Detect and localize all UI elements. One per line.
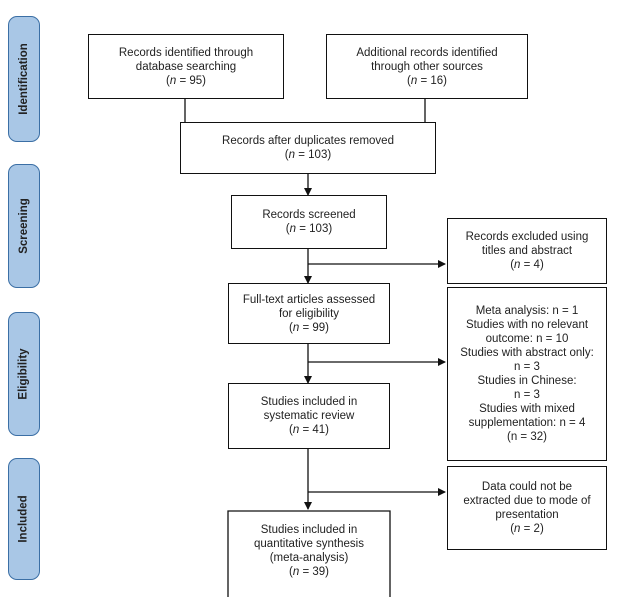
box-full-text-assessed: Full-text articles assessed for eligibil… <box>228 283 390 344</box>
box-database-n: 95 <box>189 74 203 87</box>
box-quantitative-line-1: Studies included in <box>260 524 358 536</box>
box-review-line-2: systematic review <box>263 410 355 422</box>
box-excluded-line-1: Records excluded using <box>465 231 589 243</box>
box-database-line-1: Records identified through <box>118 46 254 59</box>
box-not-extracted-line-3: presentation <box>495 509 559 521</box>
box-fte-line-5: n = 3 <box>514 361 540 373</box>
box-screened-line-1: Records screened <box>262 209 356 221</box>
box-not-extracted-n: 2 <box>533 523 540 535</box>
box-database-records: Records identified through database sear… <box>88 34 284 99</box>
box-fte-line-2: Studies with no relevant <box>465 319 589 331</box>
box-fte-line-10: (n = 32) <box>507 431 547 443</box>
box-other-sources-n: 16 <box>430 74 444 87</box>
box-excluded-n: 4 <box>533 259 540 271</box>
box-quantitative-line-2: quantitative synthesis <box>254 538 364 550</box>
box-quantitative-n: 39 <box>312 566 326 578</box>
box-after-duplicates-n: 103 <box>308 149 328 161</box>
box-database-line-2: database searching <box>135 60 237 73</box>
box-fte-line-7: n = 3 <box>514 389 540 401</box>
box-fte-line-8: Studies with mixed <box>479 403 575 415</box>
box-review-line-1: Studies included in <box>260 396 358 408</box>
box-full-text-line-2: for eligibility <box>278 307 340 320</box>
box-excluded-line-2: titles and abstract <box>481 245 573 257</box>
box-other-sources-line-2: through other sources <box>371 60 483 73</box>
box-full-text-n: 99 <box>312 321 326 334</box>
box-review-n: 41 <box>312 424 326 436</box>
box-quantitative-line-3: (meta-analysis) <box>269 552 349 564</box>
box-records-excluded: Records excluded using titles and abstra… <box>447 218 607 284</box>
box-other-sources-line-1: Additional records identified <box>356 46 498 59</box>
stage-tab-identification: Identification <box>8 16 40 142</box>
stage-tab-screening: Screening <box>8 164 40 288</box>
box-other-sources: Additional records identified through ot… <box>326 34 528 99</box>
stage-tab-eligibility: Eligibility <box>8 312 40 436</box>
stage-tab-included: Included <box>8 458 40 580</box>
box-not-extracted-line-2: extracted due to mode of <box>463 495 591 507</box>
box-screened-n: 103 <box>309 223 329 235</box>
box-after-duplicates: Records after duplicates removed (n = 10… <box>180 122 436 174</box>
box-fte-line-4: Studies with abstract only: <box>460 347 594 359</box>
box-not-extracted-line-1: Data could not be <box>481 481 573 493</box>
box-quantitative-synthesis: Studies included in quantitative synthes… <box>254 524 364 578</box>
box-systematic-review: Studies included in systematic review (n… <box>228 383 390 449</box>
box-fte-line-3: outcome: n = 10 <box>485 333 569 345</box>
box-after-duplicates-line-1: Records after duplicates removed <box>222 135 394 147</box>
box-fte-line-6: Studies in Chinese: <box>477 375 577 387</box>
box-fte-line-1: Meta analysis: n = 1 <box>475 305 579 317</box>
box-full-text-line-1: Full-text articles assessed <box>242 293 376 306</box>
box-fte-line-9: supplementation: n = 4 <box>468 417 586 429</box>
box-records-screened: Records screened (n = 103) <box>231 195 387 249</box>
box-full-text-excluded: Meta analysis: n = 1 Studies with no rel… <box>447 287 607 461</box>
box-not-extracted: Data could not be extracted due to mode … <box>447 466 607 550</box>
